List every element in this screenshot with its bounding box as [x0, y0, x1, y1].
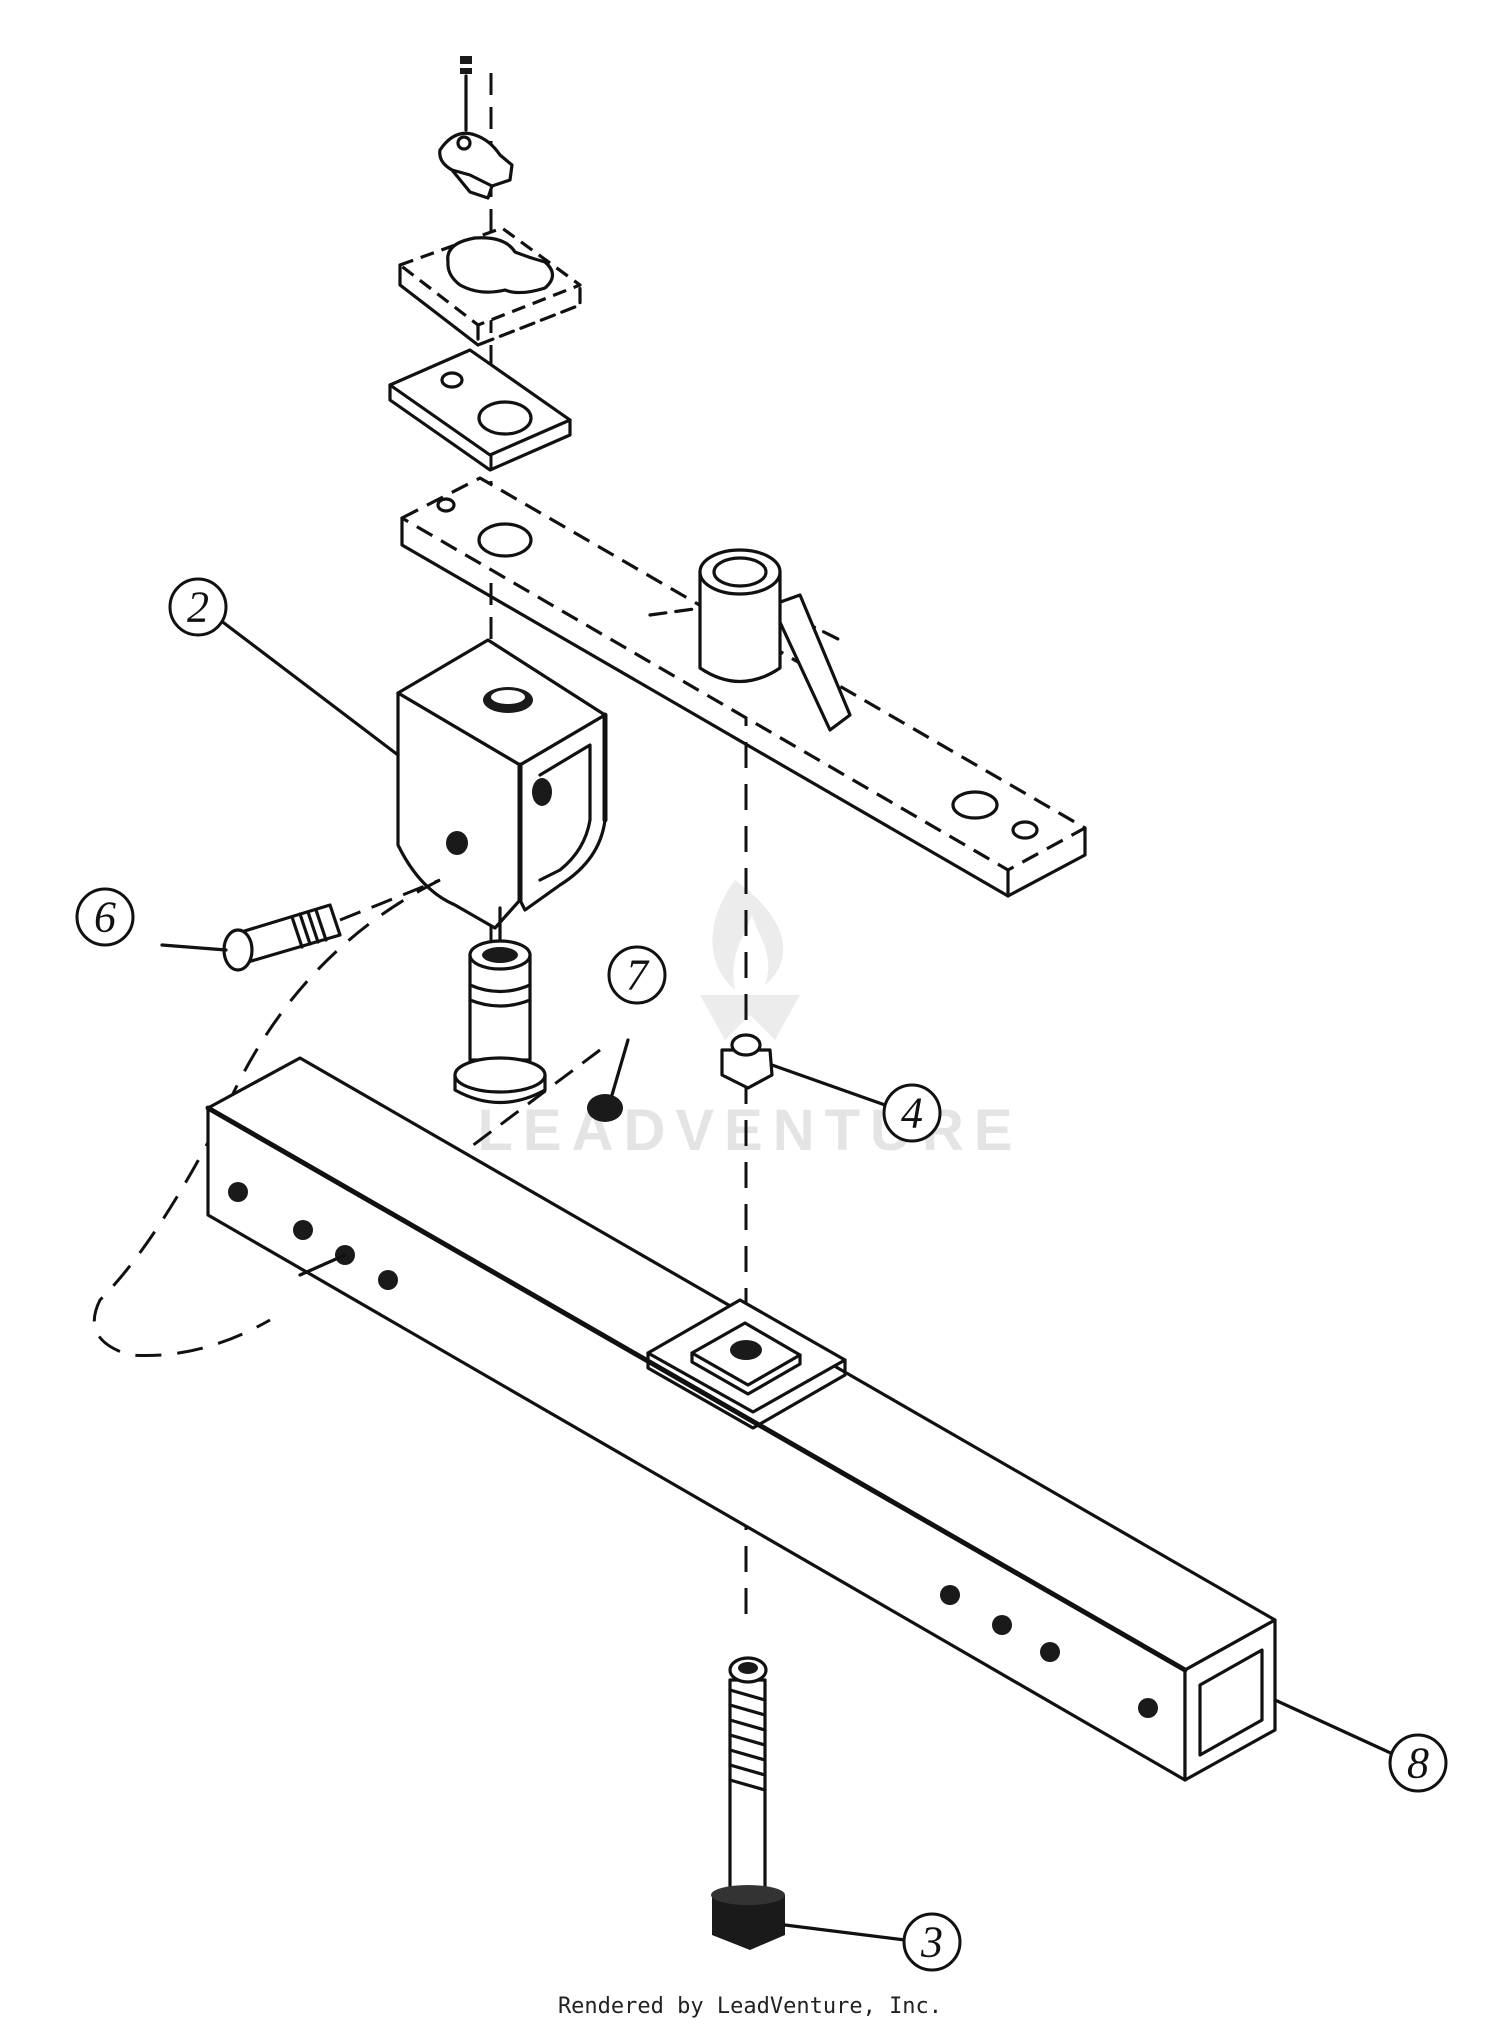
- leader-2: [218, 618, 400, 757]
- callout-3: 3: [902, 1912, 962, 1972]
- callout-4: 4: [882, 1083, 942, 1143]
- axle-beam: [205, 1056, 1277, 1782]
- retainer-clip: [438, 131, 514, 200]
- bushing: [453, 906, 547, 1105]
- leader-6: [160, 943, 228, 952]
- steering-arm: [400, 476, 1087, 898]
- svg-text:3: 3: [920, 1918, 943, 1967]
- svg-text:6: 6: [94, 893, 116, 942]
- svg-text:2: 2: [187, 583, 209, 632]
- shim-plate: [388, 348, 572, 472]
- callout-2: 2: [168, 577, 228, 637]
- svg-text:4: 4: [901, 1089, 923, 1138]
- callout-8: 8: [1388, 1733, 1448, 1793]
- top-pin: [460, 56, 472, 132]
- u-bracket: [396, 638, 608, 930]
- svg-text:7: 7: [626, 951, 650, 1000]
- keyhole-plate: [398, 226, 582, 347]
- callout-7: 7: [607, 945, 667, 1005]
- callout-6: 6: [75, 887, 135, 947]
- credit-line: Rendered by LeadVenture, Inc.: [557, 1994, 943, 2019]
- set-screw: [587, 1038, 630, 1122]
- hex-bolt: [222, 878, 441, 972]
- svg-text:8: 8: [1407, 1739, 1429, 1788]
- grease-fitting: [720, 1033, 887, 1107]
- leader-8: [1273, 1698, 1397, 1757]
- king-bolt: [711, 1656, 907, 1950]
- watermark: LEADVENTURE: [477, 880, 1013, 1163]
